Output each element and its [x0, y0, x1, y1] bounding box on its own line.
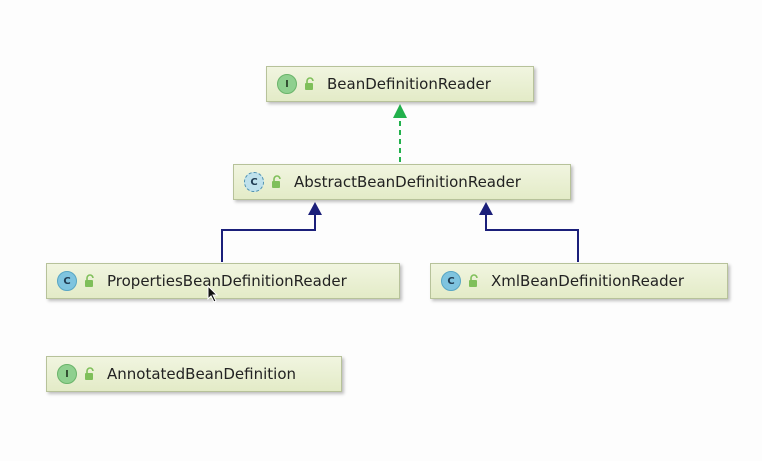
edge-implements	[393, 104, 407, 162]
node-annotated-bean-definition[interactable]: I AnnotatedBeanDefinition	[46, 356, 342, 392]
node-xml-bean-definition-reader[interactable]: C XmlBeanDefinitionReader	[430, 263, 728, 299]
interface-icon: I	[277, 74, 297, 94]
node-label: XmlBeanDefinitionReader	[491, 272, 684, 290]
edge-extends-properties	[221, 202, 322, 262]
abstract-class-icon: C	[244, 172, 264, 192]
class-icon: C	[441, 271, 461, 291]
class-icon: C	[57, 271, 77, 291]
unlock-icon	[272, 175, 281, 188]
unlock-icon	[469, 274, 478, 287]
node-label: AnnotatedBeanDefinition	[107, 365, 297, 383]
node-label: AbstractBeanDefinitionReader	[294, 173, 521, 191]
unlock-icon	[85, 274, 94, 287]
arrowhead-extends	[479, 202, 493, 215]
node-properties-bean-definition-reader[interactable]: C PropertiesBeanDefinitionReader	[46, 263, 400, 299]
node-label: BeanDefinitionReader	[327, 75, 491, 93]
arrowhead-implements	[393, 104, 407, 118]
node-abstract-bean-definition-reader[interactable]: C AbstractBeanDefinitionReader	[233, 164, 571, 200]
unlock-icon	[305, 77, 314, 90]
interface-icon: I	[57, 364, 77, 384]
node-bean-definition-reader[interactable]: I BeanDefinitionReader	[266, 66, 534, 102]
arrowhead-extends	[308, 202, 322, 215]
unlock-icon	[85, 367, 94, 380]
node-label: PropertiesBeanDefinitionReader	[107, 272, 347, 290]
edge-extends-xml	[479, 202, 579, 262]
mouse-cursor-icon	[207, 285, 219, 303]
